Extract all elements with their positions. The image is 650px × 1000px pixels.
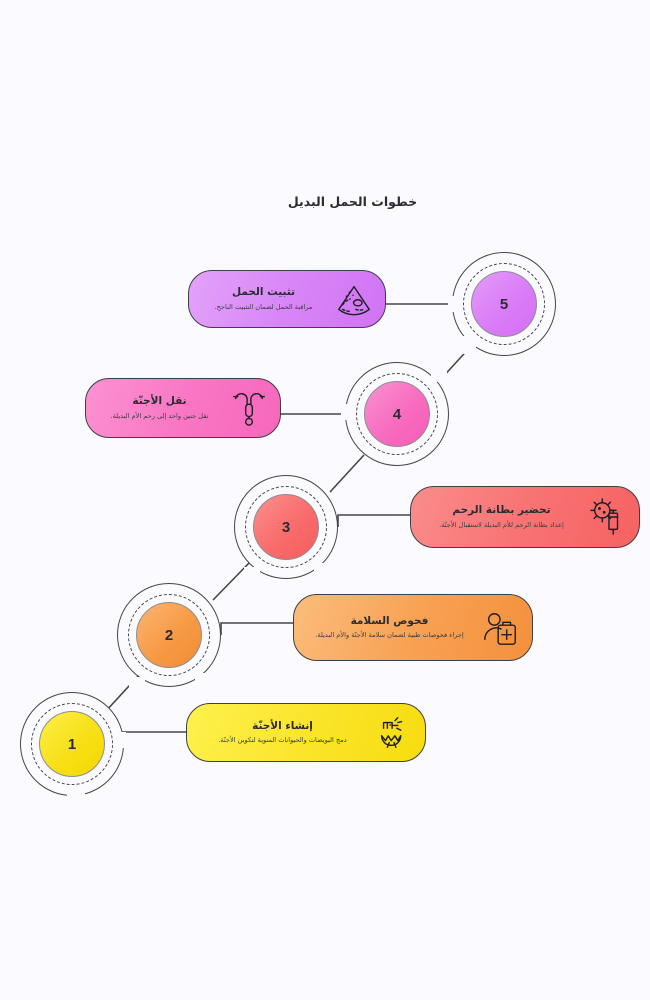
- step-card-3[interactable]: تحضير بطانة الرحم إعداد بطانة الرحم للأم…: [410, 486, 640, 548]
- step-card-text: تثبيت الحمل مراقبة الحمل لضمان التثبيت ا…: [199, 285, 328, 312]
- step-ring-dashed: [31, 703, 113, 785]
- step-card-title: تحضير بطانة الرحم: [452, 504, 551, 517]
- step-number-badge: 1: [39, 711, 105, 777]
- wire-step2-to-card2: [220, 622, 293, 635]
- ring-gap: [314, 563, 332, 577]
- step-card-title: نقل الأجنّة: [132, 395, 187, 408]
- step-card-text: فحوص السلامة إجراء فحوصات طبية لضمان سلا…: [304, 614, 475, 641]
- wire-step3-to-card3: [337, 514, 410, 527]
- step-card-2[interactable]: فحوص السلامة إجراء فحوصات طبية لضمان سلا…: [293, 594, 533, 661]
- hatching-egg-icon: [375, 714, 413, 752]
- ultrasound-scan-icon: [335, 280, 373, 318]
- step-node-2[interactable]: 2: [117, 583, 221, 689]
- step-card-subtitle: إعداد بطانة الرحم للأم البديلة لاستقبال …: [439, 520, 564, 529]
- ring-gap: [116, 732, 126, 748]
- step-number-badge: 3: [253, 494, 319, 560]
- ring-gap: [129, 677, 145, 689]
- ring-gap: [244, 567, 260, 581]
- wire-step3-to-step4: [329, 454, 365, 493]
- doctor-clipboard-icon: [482, 609, 520, 647]
- step-ring-dashed: [245, 486, 327, 568]
- ring-gap: [448, 296, 458, 312]
- step-card-subtitle: دمج البويضات والحيوانات المنوية لتكوين ا…: [218, 736, 347, 745]
- step-card-subtitle: إجراء فحوصات طبية لضمان سلامة الأجنّة وا…: [315, 631, 464, 640]
- step-node-5[interactable]: 5: [448, 252, 556, 356]
- step-card-4[interactable]: نقل الأجنّة نقل جنين واحد إلى رحم الأم ا…: [85, 378, 281, 438]
- step-card-5[interactable]: تثبيت الحمل مراقبة الحمل لضمان التثبيت ا…: [188, 270, 386, 328]
- step-card-text: تحضير بطانة الرحم إعداد بطانة الرحم للأم…: [421, 503, 582, 530]
- step-card-subtitle: مراقبة الحمل لضمان التثبيت الناجح.: [214, 302, 313, 311]
- cell-syringe-icon: [589, 498, 627, 536]
- ring-gap: [431, 366, 447, 382]
- ring-gap: [341, 404, 351, 420]
- step-node-1[interactable]: 1: [20, 692, 126, 798]
- ring-gap: [458, 336, 476, 354]
- step-card-text: نقل الأجنّة نقل جنين واحد إلى رحم الأم ا…: [96, 394, 223, 421]
- ring-gap: [195, 673, 211, 687]
- step-card-subtitle: نقل جنين واحد إلى رحم الأم البديلة.: [110, 411, 209, 420]
- step-node-4[interactable]: 4: [341, 362, 449, 466]
- embryo-transfer-catheter-icon: [230, 389, 268, 427]
- step-number-badge: 5: [471, 271, 537, 337]
- step-card-1[interactable]: إنشاء الأجنّة دمج البويضات والحيوانات ال…: [186, 703, 426, 762]
- step-number-badge: 4: [364, 381, 430, 447]
- page-title: خطوات الحمل البديل: [287, 194, 418, 209]
- ring-gap: [67, 790, 85, 798]
- wire-step2-to-step3: [212, 561, 251, 601]
- step-card-text: إنشاء الأجنّة دمج البويضات والحيوانات ال…: [197, 719, 368, 746]
- step-node-3[interactable]: 3: [234, 475, 338, 581]
- step-ring-dashed: [128, 594, 210, 676]
- step-card-title: إنشاء الأجنّة: [252, 719, 313, 732]
- step-number-badge: 2: [136, 602, 202, 668]
- step-card-title: فحوص السلامة: [350, 614, 429, 627]
- step-card-title: تثبيت الحمل: [231, 286, 296, 299]
- step-ring-dashed: [356, 373, 438, 455]
- step-ring-dashed: [463, 263, 545, 345]
